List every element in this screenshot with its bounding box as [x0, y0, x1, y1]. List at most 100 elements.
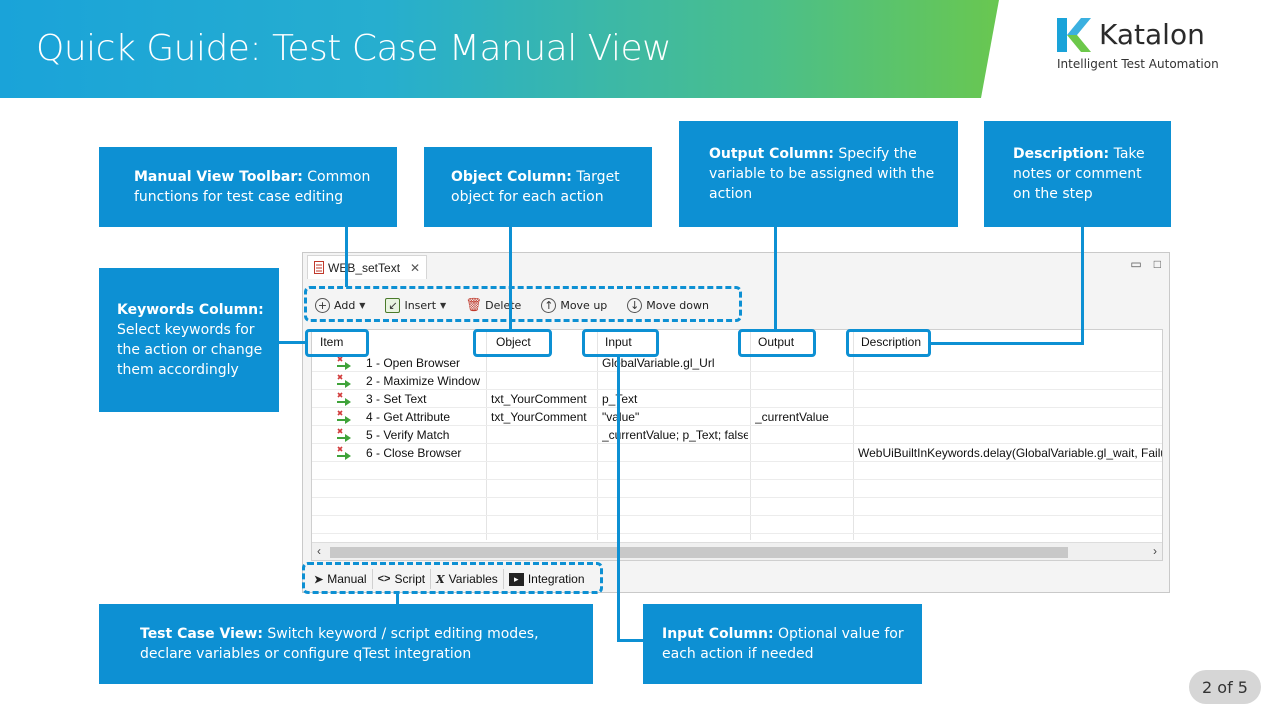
- callout-test-case-view: Test Case View: Switch keyword / script …: [99, 604, 593, 684]
- table-row[interactable]: 6 - Close Browser WebUiBuiltInKeywords.de…: [312, 444, 1162, 462]
- callout-title: Object Column:: [451, 169, 572, 185]
- connector-object: [509, 227, 512, 330]
- arrow-icon: [337, 428, 351, 442]
- cell-input[interactable]: _currentValue; p_Text; false: [602, 428, 748, 442]
- callout-title: Output Column:: [709, 146, 834, 162]
- insert-button[interactable]: ↙ Insert ▼: [385, 297, 447, 313]
- chevron-left-icon[interactable]: ‹: [317, 544, 321, 558]
- table-row[interactable]: 1 - Open Browser GlobalVariable.gl_Url: [312, 354, 1162, 372]
- cell-output[interactable]: [755, 426, 851, 444]
- callout-text: Optional value for each action if needed: [662, 626, 904, 662]
- callout-title: Input Column:: [662, 626, 774, 642]
- cell-item[interactable]: 1 - Open Browser: [366, 356, 461, 370]
- connector-description-h: [929, 342, 1084, 345]
- tab-script[interactable]: <> Script: [373, 569, 432, 589]
- chevron-down-icon: ▼: [440, 300, 447, 310]
- cell-object[interactable]: [491, 372, 595, 390]
- move-down-button[interactable]: ↓ Move down: [627, 297, 709, 313]
- cell-description[interactable]: WebUiBuiltInKeywords.delay(GlobalVariabl…: [858, 446, 1162, 460]
- column-header-input[interactable]: Input: [605, 335, 632, 349]
- callout-title: Test Case View:: [140, 626, 263, 642]
- minimize-icon[interactable]: ▭: [1130, 257, 1142, 271]
- column-header-item[interactable]: Item: [320, 335, 344, 349]
- test-case-editor: WEB_setText ✕ ▭ □ + Add ▼ ↙ Insert ▼ 🗑 D…: [302, 252, 1170, 593]
- variable-icon: X: [436, 572, 445, 586]
- column-header-description[interactable]: Description: [861, 335, 922, 349]
- page-title: Quick Guide: Test Case Manual View: [36, 28, 672, 69]
- column-divider: [486, 330, 487, 540]
- trash-icon: 🗑: [465, 297, 482, 313]
- cell-input[interactable]: [602, 444, 748, 462]
- add-label: Add: [334, 298, 356, 312]
- tab-variables[interactable]: X Variables: [431, 569, 504, 589]
- cell-output[interactable]: [755, 390, 851, 408]
- tab-integration[interactable]: ▸ Integration: [504, 569, 590, 589]
- katalon-logo-icon: [1057, 18, 1091, 52]
- cell-object[interactable]: [491, 426, 595, 444]
- cell-item[interactable]: 4 - Get Attribute: [366, 410, 451, 424]
- cell-output[interactable]: _currentValue: [755, 410, 829, 424]
- cell-object[interactable]: txt_YourComment: [491, 392, 587, 406]
- cell-description[interactable]: [858, 426, 1162, 444]
- table-row[interactable]: 3 - Set Text txt_YourComment p_Text: [312, 390, 1162, 408]
- chevron-right-icon[interactable]: ›: [1153, 544, 1157, 558]
- cell-input[interactable]: GlobalVariable.gl_Url: [602, 356, 715, 370]
- close-icon[interactable]: ✕: [410, 260, 421, 275]
- connector-input-h: [617, 639, 644, 642]
- katalon-logo: Katalon Intelligent Test Automation: [1057, 18, 1257, 78]
- arrow-icon: [337, 446, 351, 460]
- add-button[interactable]: + Add ▼: [315, 297, 366, 313]
- manual-view-toolbar: + Add ▼ ↙ Insert ▼ 🗑 Delete ↑ Move up ↓ …: [315, 293, 729, 317]
- column-header-output[interactable]: Output: [758, 335, 795, 349]
- arrow-down-icon: ↓: [627, 297, 643, 313]
- cell-input[interactable]: p_Text: [602, 390, 748, 408]
- brand-name: Katalon: [1099, 18, 1205, 51]
- test-steps-table: Item Object Input Output Description 1 -…: [311, 329, 1163, 561]
- tab-test-case[interactable]: WEB_setText ✕: [307, 255, 428, 279]
- test-case-icon: [314, 261, 324, 274]
- column-header-object[interactable]: Object: [496, 335, 531, 349]
- table-row[interactable]: 5 - Verify Match _currentValue; p_Text; f…: [312, 426, 1162, 444]
- cell-description[interactable]: [858, 390, 1162, 408]
- brand-tagline: Intelligent Test Automation: [1057, 57, 1219, 71]
- table-row[interactable]: 2 - Maximize Window: [312, 372, 1162, 390]
- callout-title: Description:: [1013, 146, 1110, 162]
- maximize-icon[interactable]: □: [1153, 257, 1161, 271]
- tab-manual[interactable]: ➤ Manual: [309, 569, 373, 589]
- horizontal-scrollbar[interactable]: ‹ ›: [312, 542, 1162, 560]
- input-header-highlight: [582, 329, 659, 357]
- connector-toolbar: [345, 227, 348, 287]
- description-header-highlight: [846, 329, 931, 357]
- callout-text: Take notes or comment on the step: [1013, 146, 1145, 202]
- cell-input[interactable]: [602, 372, 748, 390]
- move-up-button[interactable]: ↑ Move up: [541, 297, 607, 313]
- cell-input[interactable]: "value": [602, 410, 640, 424]
- delete-label: Delete: [485, 298, 522, 312]
- callout-description: Description: Take notes or comment on th…: [984, 121, 1171, 227]
- cell-description[interactable]: [858, 408, 1162, 426]
- empty-table-row: [312, 516, 1162, 534]
- callout-title: Manual View Toolbar:: [134, 169, 303, 185]
- cell-object[interactable]: txt_YourComment: [491, 410, 587, 424]
- cell-description[interactable]: [858, 372, 1162, 390]
- callout-keywords: Keywords Column: Select keywords for the…: [99, 268, 279, 412]
- insert-icon: ↙: [385, 297, 401, 313]
- delete-button[interactable]: 🗑 Delete: [465, 297, 522, 313]
- cell-item[interactable]: 6 - Close Browser: [366, 446, 462, 460]
- connector-description-v: [1081, 227, 1084, 345]
- cell-item[interactable]: 5 - Verify Match: [366, 428, 450, 442]
- cell-output[interactable]: [755, 372, 851, 390]
- cursor-icon: ➤: [314, 573, 324, 586]
- code-icon: <>: [377, 573, 391, 585]
- cell-item[interactable]: 3 - Set Text: [366, 392, 427, 406]
- cell-output[interactable]: [755, 444, 851, 462]
- callout-title: Keywords Column:: [117, 302, 264, 318]
- cell-item[interactable]: 2 - Maximize Window: [366, 374, 481, 388]
- page-indicator: 2 of 5: [1189, 670, 1261, 704]
- cell-object[interactable]: [491, 444, 595, 462]
- header-logo-area: [981, 0, 1280, 98]
- chevron-down-icon: ▼: [359, 300, 366, 310]
- arrow-icon: [337, 392, 351, 406]
- table-row[interactable]: 4 - Get Attribute txt_YourComment "value" _…: [312, 408, 1162, 426]
- scrollbar-thumb[interactable]: [330, 547, 1068, 558]
